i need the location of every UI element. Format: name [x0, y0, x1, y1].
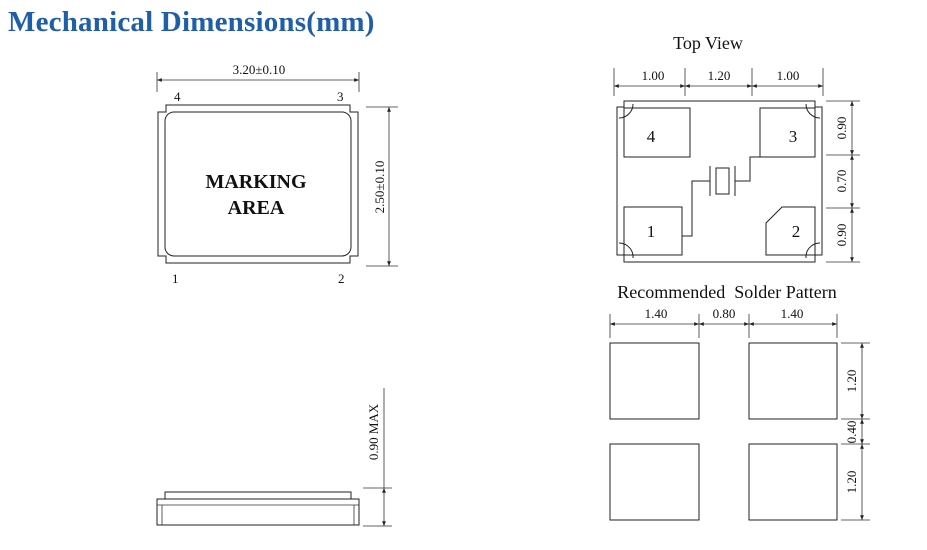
package-pin-1-label: 1: [172, 271, 179, 286]
marking-area-line2: AREA: [228, 197, 285, 219]
trace-pin3-crystal: [735, 156, 760, 182]
corner-arc-tl: [618, 103, 634, 119]
solder-right-label-2: 0.40: [844, 421, 859, 444]
side-view: 0.90 MAX: [156, 388, 392, 527]
package-top-view: 3.20±0.10 MARKING AREA 4 3 1 2 2.50±0.10: [156, 62, 398, 286]
solder-pad-bottom-left: [609, 443, 700, 521]
package-pin-2-label: 2: [338, 271, 345, 286]
marking-area-border: [164, 111, 352, 257]
crystal-symbol: [709, 166, 736, 196]
solder-top-label-1: 1.40: [645, 306, 668, 321]
solder-pattern-title: Recommended Solder Pattern: [617, 282, 836, 302]
solder-right-label-1: 1.20: [844, 370, 859, 393]
corner-arc-br: [805, 242, 821, 259]
corner-arc-tr: [805, 103, 821, 119]
solder-pad-top-left: [609, 342, 700, 420]
side-height-dimension-label: 0.90 MAX: [366, 403, 381, 460]
top-view-pad-1: [623, 206, 683, 256]
right-dim-label-1: 0.90: [834, 117, 849, 140]
side-view-lid: [164, 491, 352, 500]
top-view-outline: [616, 100, 823, 263]
solder-top-label-2: 0.80: [713, 306, 736, 321]
top-view-pad-1-label: 1: [647, 222, 656, 241]
package-pin-4-label: 4: [174, 89, 181, 104]
top-view-pad-3: [759, 107, 816, 158]
right-dim-label-2: 0.70: [834, 170, 849, 193]
package-pin-3-label: 3: [337, 89, 344, 104]
side-view-body: [156, 498, 360, 526]
top-view: Top View 1.00 1.20 1.00 4 3 1 2: [613, 33, 860, 263]
solder-pad-top-right: [748, 342, 838, 420]
top-view-pad-2: [765, 206, 816, 256]
corner-arc-bl: [618, 242, 634, 259]
width-dimension-label: 3.20±0.10: [233, 62, 286, 77]
trace-pin1-crystal: [682, 180, 710, 237]
crystal-body: [715, 167, 730, 195]
marking-area-line1: MARKING: [205, 171, 307, 193]
right-dim-label-3: 0.90: [834, 224, 849, 247]
top-view-title: Top View: [673, 33, 743, 53]
top-dim-label-2: 1.20: [708, 68, 731, 83]
solder-pattern: Recommended Solder Pattern 1.40 0.80 1.4…: [609, 282, 870, 521]
height-dimension-label: 2.50±0.10: [372, 161, 387, 214]
top-dim-label-3: 1.00: [777, 68, 800, 83]
top-dim-label-1: 1.00: [642, 68, 665, 83]
top-view-pad-2-label: 2: [792, 222, 801, 241]
solder-right-label-3: 1.20: [844, 471, 859, 494]
package-outline: [157, 104, 359, 264]
top-view-pad-4: [623, 107, 691, 158]
page-title: Mechanical Dimensions(mm): [8, 6, 375, 38]
solder-top-label-3: 1.40: [781, 306, 804, 321]
top-view-pad-3-label: 3: [789, 127, 798, 146]
top-view-pad-4-label: 4: [647, 127, 656, 146]
solder-pad-bottom-right: [748, 443, 838, 521]
